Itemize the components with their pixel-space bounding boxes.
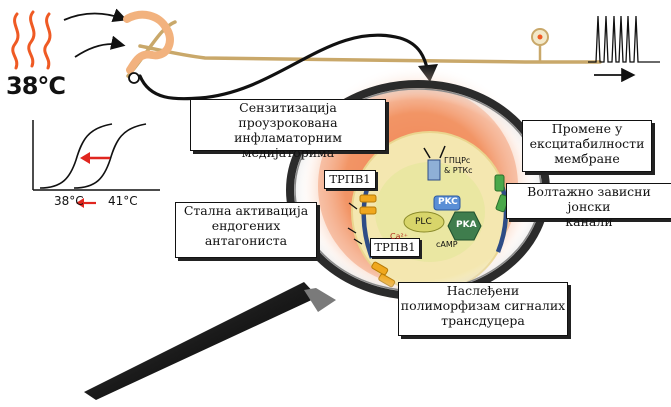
axis-label-low: 38°C	[54, 194, 84, 208]
lens-handle	[84, 282, 318, 400]
heat-waves-icon	[13, 12, 50, 68]
label-pkc: PKC	[438, 197, 458, 207]
label-gpcr: ГПЦРс & РТКс	[444, 156, 473, 176]
stimulus-arrows	[64, 14, 124, 58]
label-sensitization: Сензитизација проузрокована инфламаторни…	[190, 99, 386, 151]
label-calcium: Ca²⁺	[390, 232, 408, 241]
label-camp: cAMP	[436, 240, 458, 249]
spike-train	[588, 16, 660, 62]
nerve-terminal	[129, 73, 139, 83]
label-trpv1-top: ТРПВ1	[324, 170, 376, 189]
label-pka: PKA	[456, 220, 477, 230]
label-activation: Стална активација ендогених антагониста	[175, 202, 317, 258]
label-voltage-channels: Волтажно зависни јонски канали	[506, 183, 671, 219]
nociceptor-axon	[128, 22, 600, 76]
label-excitability: Промене у ексцитабилности мембране	[522, 120, 652, 172]
temperature-start: 38°C	[6, 72, 65, 100]
axis-label-high: 41°C	[108, 194, 138, 208]
nerve-ending-glow	[127, 15, 170, 70]
label-polymorphism: Наслеђени полиморфизам сигналих трансдуц…	[398, 282, 568, 336]
threshold-graph	[33, 120, 160, 208]
label-plc: PLC	[415, 217, 432, 227]
